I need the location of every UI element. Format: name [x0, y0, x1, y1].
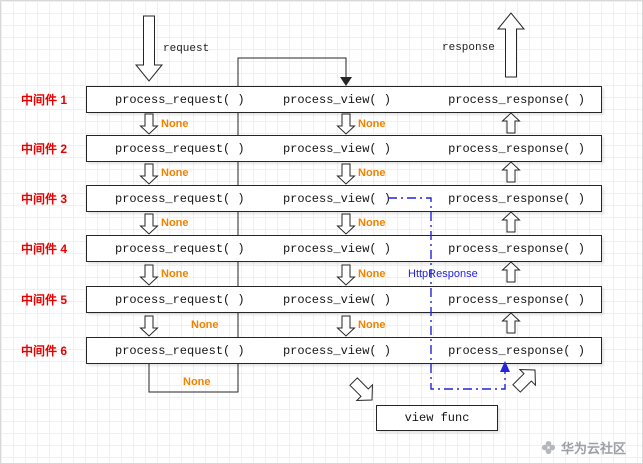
view-func-label: view func: [404, 411, 470, 425]
process-response-cell: process_response( ): [448, 292, 585, 307]
process-request-cell: process_request( ): [115, 141, 245, 156]
none-label: None: [161, 268, 189, 280]
middleware-label: 中间件 2: [21, 142, 68, 156]
huawei-cloud-logo-icon: [541, 440, 556, 455]
none-label: None: [183, 376, 211, 388]
process-request-cell: process_request( ): [115, 292, 245, 307]
response-label: response: [442, 42, 495, 54]
response-flow-up-arrow-icon: [502, 161, 520, 183]
from-view-func-arrow-icon: [508, 361, 544, 397]
none-label: None: [358, 319, 386, 331]
none-down-arrow-icon: [337, 213, 355, 235]
process-response-cell: process_response( ): [448, 191, 585, 206]
process-view-cell: process_view( ): [282, 141, 392, 156]
none-label: None: [358, 268, 386, 280]
none-down-arrow-icon: [337, 315, 355, 337]
request-down-arrow-icon: [134, 15, 164, 82]
process-request-cell: process_request( ): [115, 191, 245, 206]
process-response-cell: process_response( ): [448, 141, 585, 156]
none-down-arrow-icon: [140, 113, 158, 135]
process-response-cell: process_response( ): [448, 92, 585, 107]
none-label: None: [358, 217, 386, 229]
request-label: request: [163, 43, 210, 55]
none-down-arrow-icon: [140, 315, 158, 337]
process-request-cell: process_request( ): [115, 241, 245, 256]
middleware-row: process_request( ) process_view( ) proce…: [86, 135, 602, 162]
to-view-func-arrow-icon: [345, 373, 381, 409]
response-up-arrow-icon: [496, 12, 526, 78]
middleware-label: 中间件 1: [21, 93, 68, 107]
none-down-arrow-icon: [337, 113, 355, 135]
httpresponse-label: HttpResponse: [408, 268, 478, 280]
response-flow-up-arrow-icon: [502, 112, 520, 134]
middleware-row: process_request( ) process_view( ) proce…: [86, 86, 602, 113]
none-down-arrow-icon: [337, 163, 355, 185]
process-response-cell: process_response( ): [448, 343, 585, 358]
view-flow-arrowhead-icon: [340, 77, 352, 86]
middleware-label: 中间件 5: [21, 293, 68, 307]
response-flow-up-arrow-icon: [502, 312, 520, 334]
none-label: None: [161, 217, 189, 229]
process-view-cell: process_view( ): [282, 92, 392, 107]
middleware-label: 中间件 4: [21, 242, 68, 256]
none-label: None: [161, 167, 189, 179]
process-view-cell: process_view( ): [282, 191, 392, 206]
none-down-arrow-icon: [140, 264, 158, 286]
view-func-box: view func: [376, 405, 498, 431]
process-request-cell: process_request( ): [115, 92, 245, 107]
none-label: None: [358, 167, 386, 179]
none-down-arrow-icon: [337, 264, 355, 286]
process-view-cell: process_view( ): [282, 292, 392, 307]
process-response-cell: process_response( ): [448, 241, 585, 256]
process-view-cell: process_view( ): [282, 241, 392, 256]
watermark-text: 华为云社区: [560, 441, 626, 456]
response-flow-up-arrow-icon: [502, 211, 520, 233]
none-label: None: [161, 118, 189, 130]
process-request-cell: process_request( ): [115, 343, 245, 358]
middleware-row: process_request( ) process_view( ) proce…: [86, 337, 602, 364]
none-down-arrow-icon: [140, 213, 158, 235]
none-down-arrow-icon: [140, 163, 158, 185]
middleware-row: process_request( ) process_view( ) proce…: [86, 235, 602, 262]
none-label: None: [358, 118, 386, 130]
middleware-row: process_request( ) process_view( ) proce…: [86, 286, 602, 313]
process-view-cell: process_view( ): [282, 343, 392, 358]
middleware-label: 中间件 6: [21, 344, 68, 358]
middleware-row: process_request( ) process_view( ) proce…: [86, 185, 602, 212]
middleware-label: 中间件 3: [21, 192, 68, 206]
none-label: None: [191, 319, 219, 331]
response-flow-up-arrow-icon: [502, 261, 520, 283]
watermark: 华为云社区: [541, 438, 626, 457]
